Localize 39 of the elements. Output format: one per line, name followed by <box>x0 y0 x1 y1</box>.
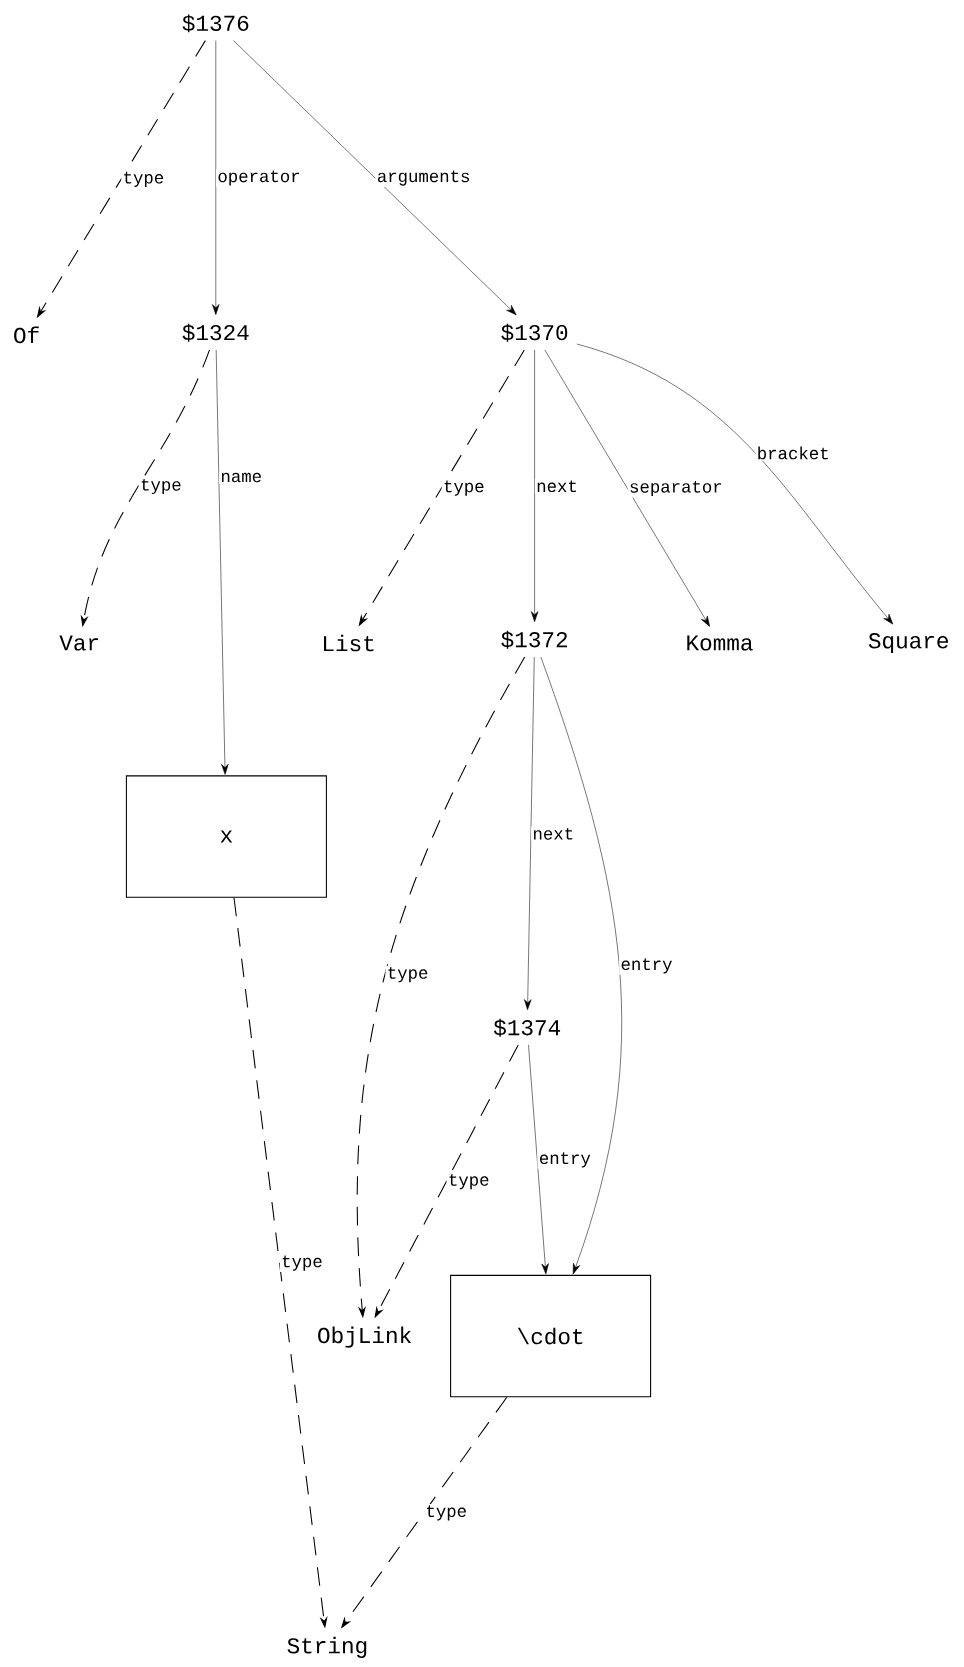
node-label: Var <box>59 635 99 651</box>
node-label: $1376 <box>182 14 249 33</box>
edge-label: entry <box>537 1151 593 1169</box>
edge-label: bracket <box>755 445 831 461</box>
node-label: ObjLink <box>318 1326 412 1348</box>
node-label: $1370 <box>501 323 568 342</box>
edge-label: name <box>219 471 264 484</box>
arrow <box>528 1044 549 1275</box>
node-label: Komma <box>687 635 753 651</box>
edge-label: type <box>385 965 430 984</box>
node-label: $1324 <box>182 323 249 342</box>
node-label: $1372 <box>501 630 567 649</box>
text-box: \cdot <box>450 1274 652 1398</box>
edge-label: type <box>424 1504 469 1522</box>
arrow <box>530 349 539 622</box>
arrow <box>544 349 710 627</box>
edge-label: arguments <box>375 169 472 187</box>
edge-label: next <box>531 826 576 841</box>
edge-label: type <box>138 477 184 496</box>
node-label: List <box>324 634 374 652</box>
edge-label: separator <box>627 479 724 498</box>
edge-label: type <box>441 479 486 498</box>
arrow <box>212 40 220 315</box>
node-label: Of <box>14 326 39 344</box>
arrow <box>233 40 517 316</box>
edge-label: type <box>446 1172 491 1191</box>
edge-label: type <box>121 170 166 189</box>
text-box: x <box>125 775 327 898</box>
arrow <box>540 656 622 1275</box>
arrow <box>576 343 894 625</box>
node-label: String <box>287 1636 367 1658</box>
edge-label: entry <box>619 957 674 975</box>
arrow <box>215 349 229 775</box>
edge-label: next <box>534 479 580 494</box>
edge-label: type <box>279 1254 325 1273</box>
arrow <box>524 656 535 1011</box>
node-label: $1374 <box>493 1018 561 1037</box>
edge-label: operator <box>216 169 302 187</box>
node-label: Square <box>868 633 948 653</box>
